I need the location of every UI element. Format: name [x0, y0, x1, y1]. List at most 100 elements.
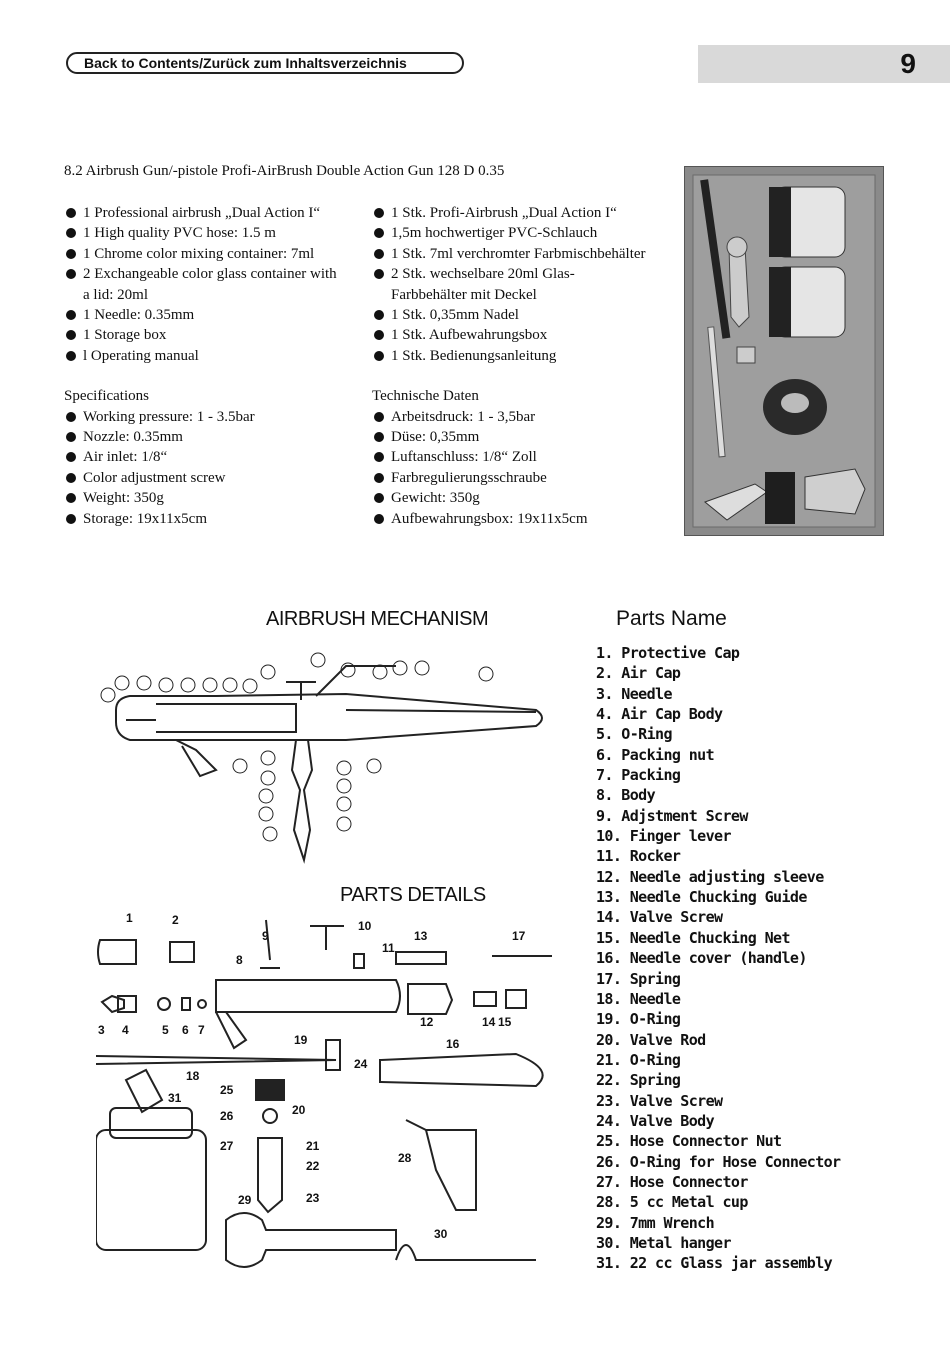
list-item: 25. Hose Connector Nut [596, 1132, 782, 1151]
list-item: Gewicht: 350g [372, 488, 672, 508]
svg-text:12: 12 [420, 1015, 434, 1029]
list-item: Storage: 19x11x5cm [64, 509, 364, 529]
svg-text:31: 31 [168, 1091, 182, 1105]
list-item: Air inlet: 1/8“ [64, 447, 364, 467]
list-item: 16. Needle cover (handle) [596, 949, 807, 968]
list-item: 13. Needle Chucking Guide [596, 888, 807, 907]
product-photo [684, 166, 884, 536]
parts-details-title: PARTS DETAILS [340, 884, 486, 906]
specs-list-en: Working pressure: 1 - 3.5bar Nozzle: 0.3… [64, 407, 364, 529]
list-item: 1 Storage box [64, 325, 364, 345]
svg-text:14: 14 [482, 1015, 496, 1029]
list-item: 1 Needle: 0.35mm [64, 305, 364, 325]
contents-list-en: 1 Professional airbrush „Dual Action I“ … [64, 203, 364, 366]
svg-text:2: 2 [172, 913, 179, 927]
svg-text:6: 6 [182, 1023, 189, 1037]
svg-text:1: 1 [126, 911, 133, 925]
svg-text:19: 19 [294, 1033, 308, 1047]
list-item: 1 Stk. 7ml verchromter Farbmischbehälter [372, 244, 672, 264]
svg-text:10: 10 [358, 919, 372, 933]
list-item: Farbregulierungsschraube [372, 468, 672, 488]
list-item: 1 Stk. 0,35mm Nadel [372, 305, 672, 325]
list-item: 6. Packing nut [596, 745, 715, 764]
list-item: 1 Professional airbrush „Dual Action I“ [64, 203, 364, 223]
list-item: 24. Valve Body [596, 1111, 715, 1130]
list-item: 2. Air Cap [596, 664, 681, 683]
list-item: 1 Chrome color mixing container: 7ml [64, 244, 364, 264]
list-item: Working pressure: 1 - 3.5bar [64, 407, 364, 427]
svg-text:13: 13 [414, 929, 428, 943]
english-column: 1 Professional airbrush „Dual Action I“ … [64, 203, 364, 529]
page-number: 9 [900, 48, 916, 79]
list-item: 27. Hose Connector [596, 1172, 748, 1191]
svg-text:16: 16 [446, 1037, 460, 1051]
svg-text:24: 24 [354, 1057, 368, 1071]
parts-name-title: Parts Name [616, 607, 727, 630]
mechanism-title: AIRBRUSH MECHANISM [266, 608, 489, 630]
section-title: 8.2 Airbrush Gun/-pistole Profi-AirBrush… [64, 163, 505, 179]
back-to-contents-link[interactable]: Back to Contents/Zurück zum Inhaltsverze… [66, 52, 464, 74]
svg-text:30: 30 [434, 1227, 448, 1241]
list-item: 15. Needle Chucking Net [596, 928, 791, 947]
list-item: 12. Needle adjusting sleeve [596, 867, 824, 886]
svg-text:22: 22 [306, 1159, 320, 1173]
list-item: 20. Valve Rod [596, 1030, 706, 1049]
list-item: 14. Valve Screw [596, 908, 723, 927]
svg-text:3: 3 [98, 1023, 105, 1037]
svg-text:20: 20 [292, 1103, 306, 1117]
svg-text:18: 18 [186, 1069, 200, 1083]
svg-text:28: 28 [398, 1151, 412, 1165]
list-item: 3. Needle [596, 684, 672, 703]
list-item: 21. O-Ring [596, 1050, 681, 1069]
airbrush-kit-illustration [692, 174, 876, 528]
list-item: Arbeitsdruck: 1 - 3,5bar [372, 407, 672, 427]
svg-text:29: 29 [238, 1193, 252, 1207]
list-item: 10. Finger lever [596, 827, 732, 846]
list-item: 9. Adjstment Screw [596, 806, 748, 825]
spec-heading-de: Technische Daten [372, 388, 479, 405]
svg-text:25: 25 [220, 1083, 234, 1097]
svg-text:23: 23 [306, 1191, 320, 1205]
parts-name-list: 1. Protective Cap 2. Air Cap 3. Needle 4… [596, 643, 841, 1274]
list-item: 18. Needle [596, 989, 681, 1008]
svg-text:7: 7 [198, 1023, 205, 1037]
list-item: 28. 5 cc Metal cup [596, 1193, 748, 1212]
list-item: 23. Valve Screw [596, 1091, 723, 1110]
svg-text:26: 26 [220, 1109, 234, 1123]
list-item: Aufbewahrungsbox: 19x11x5cm [372, 509, 672, 529]
svg-text:11: 11 [382, 941, 395, 955]
list-item: Luftanschluss: 1/8“ Zoll [372, 447, 672, 467]
list-item: 1 Stk. Profi-Airbrush „Dual Action I“ [372, 203, 672, 223]
list-item: 2 Stk. wechselbare 20ml Glas-Farbbehälte… [372, 264, 636, 305]
list-item: 1 High quality PVC hose: 1.5 m [64, 223, 364, 243]
german-column: 1 Stk. Profi-Airbrush „Dual Action I“ 1,… [372, 203, 672, 529]
list-item: 7. Packing [596, 766, 681, 785]
list-item: Düse: 0,35mm [372, 427, 672, 447]
page-number-box: 9 [698, 45, 950, 83]
list-item: 4. Air Cap Body [596, 705, 723, 724]
list-item: 22. Spring [596, 1071, 681, 1090]
list-item: l Operating manual [64, 346, 364, 366]
svg-text:27: 27 [220, 1139, 234, 1153]
list-item: Nozzle: 0.35mm [64, 427, 364, 447]
list-item: 1 Stk. Bedienungsanleitung [372, 346, 672, 366]
svg-text:8: 8 [236, 953, 243, 967]
list-item: 5. O-Ring [596, 725, 672, 744]
list-item: 1. Protective Cap [596, 644, 740, 662]
svg-text:17: 17 [512, 929, 526, 943]
list-item: 29. 7mm Wrench [596, 1213, 715, 1232]
list-item: 30. Metal hanger [596, 1233, 732, 1252]
specs-list-de: Arbeitsdruck: 1 - 3,5bar Düse: 0,35mm Lu… [372, 407, 672, 529]
list-item: 2 Exchangeable color glass container wit… [64, 264, 343, 305]
list-item: 17. Spring [596, 969, 681, 988]
spec-heading-en: Specifications [64, 388, 149, 405]
list-item: 1,5m hochwertiger PVC-Schlauch [372, 223, 672, 243]
list-item: 11. Rocker [596, 847, 681, 866]
list-item: Weight: 350g [64, 488, 364, 508]
svg-text:4: 4 [122, 1023, 129, 1037]
list-item: 8. Body [596, 786, 656, 805]
list-item: 19. O-Ring [596, 1010, 681, 1029]
svg-text:5: 5 [162, 1023, 169, 1037]
svg-text:9: 9 [262, 929, 269, 943]
